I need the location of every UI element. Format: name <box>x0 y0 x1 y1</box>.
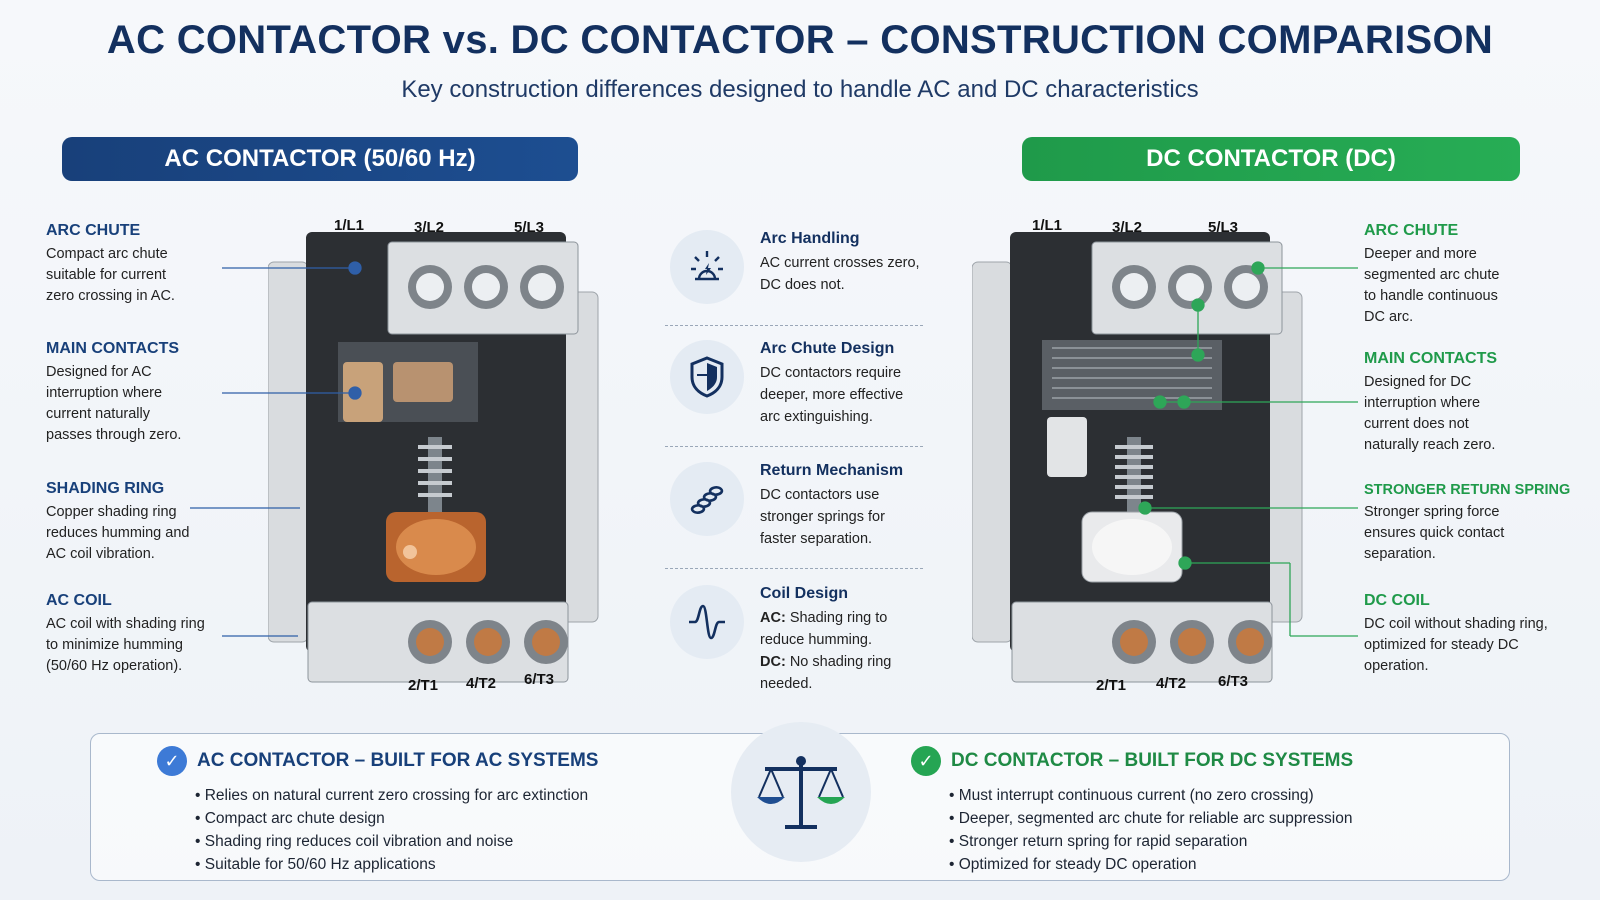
ac-terminal-top-2: 3/L2 <box>414 219 444 236</box>
annotation-desc: DC coil without shading ring, optimized … <box>1364 616 1548 674</box>
checkmark-icon: ✓ <box>157 746 187 776</box>
list-item: Stronger return spring for rapid separat… <box>949 830 1353 853</box>
page-subtitle: Key construction differences designed to… <box>401 76 1199 103</box>
coil-dc-label: DC: <box>760 654 786 670</box>
divider <box>665 325 923 326</box>
dc-terminal-bottom-1: 2/T1 <box>1096 677 1126 694</box>
annotation-title: ARC CHUTE <box>1364 222 1459 239</box>
annotation-desc: Stronger spring force ensures quick cont… <box>1364 504 1505 562</box>
center-item-arc-chute-design: Arc Chute Design DC contactors require d… <box>670 340 950 428</box>
annotation-title: SHADING RING <box>46 480 165 497</box>
center-item-title: Return Mechanism <box>760 462 904 479</box>
center-item-return-mechanism: Return Mechanism DC contactors use stron… <box>670 462 950 550</box>
annotation-title: DC COIL <box>1364 592 1430 609</box>
arc-icon <box>670 230 744 304</box>
dc-coil-annotation: DC COIL DC coil without shading ring, op… <box>1364 592 1584 677</box>
center-item-arc-handling: Arc Handling AC current crosses zero, DC… <box>670 230 950 304</box>
annotation-desc: Designed for AC interruption where curre… <box>46 364 182 443</box>
list-item: Shading ring reduces coil vibration and … <box>195 830 598 853</box>
ac-header: AC CONTACTOR (50/60 Hz) <box>62 137 578 181</box>
annotation-title: MAIN CONTACTS <box>1364 350 1498 367</box>
dc-summary-title: DC CONTACTOR – BUILT FOR DC SYSTEMS <box>951 750 1354 771</box>
list-item: Optimized for steady DC operation <box>949 853 1353 876</box>
list-item: Suitable for 50/60 Hz applications <box>195 853 598 876</box>
shield-icon <box>670 340 744 414</box>
annotation-desc: Deeper and more segmented arc chute to h… <box>1364 246 1500 325</box>
ac-terminal-top-1: 1/L1 <box>334 217 364 234</box>
annotation-desc: Compact arc chute suitable for current z… <box>46 246 175 304</box>
ac-terminal-bottom-1: 2/T1 <box>408 677 438 694</box>
annotation-title: AC COIL <box>46 592 112 609</box>
dc-terminal-bottom-2: 4/T2 <box>1156 675 1186 692</box>
center-item-title: Arc Handling <box>760 230 860 247</box>
sine-wave-icon <box>670 585 744 659</box>
list-item: Relies on natural current zero crossing … <box>195 784 598 807</box>
annotation-title: ARC CHUTE <box>46 222 141 239</box>
coil-dc-desc: No shading ring needed. <box>760 654 892 692</box>
center-item-coil-design: Coil Design AC: Shading ring to reduce h… <box>670 585 950 695</box>
center-item-title: Coil Design <box>760 585 849 602</box>
ac-arc-chute-annotation: ARC CHUTE Compact arc chute suitable for… <box>46 222 246 307</box>
dc-header: DC CONTACTOR (DC) <box>1022 137 1520 181</box>
dc-terminal-top-3: 5/L3 <box>1208 219 1238 236</box>
ac-summary-title: AC CONTACTOR – BUILT FOR AC SYSTEMS <box>197 750 599 771</box>
divider <box>665 446 923 447</box>
center-item-desc: AC current crosses zero, DC does not. <box>760 255 920 293</box>
balance-scale-icon <box>731 722 871 862</box>
dc-return-spring-annotation: STRONGER RETURN SPRING Stronger spring f… <box>1364 482 1584 565</box>
checkmark-icon: ✓ <box>911 746 941 776</box>
summary-panel: ✓ AC CONTACTOR – BUILT FOR AC SYSTEMS Re… <box>90 722 1510 881</box>
list-item: Deeper, segmented arc chute for reliable… <box>949 807 1353 830</box>
dc-contactor-illustration: 1/L1 3/L2 5/L3 2/T1 4/T2 6/T3 <box>972 217 1303 694</box>
ac-leader-lines <box>190 261 362 637</box>
dc-summary: ✓ DC CONTACTOR – BUILT FOR DC SYSTEMS Mu… <box>911 746 1353 876</box>
ac-terminal-bottom-3: 6/T3 <box>524 671 554 688</box>
divider <box>665 568 923 569</box>
list-item: Compact arc chute design <box>195 807 598 830</box>
dc-leader-lines <box>1138 261 1358 637</box>
ac-main-contacts-annotation: MAIN CONTACTS Designed for AC interrupti… <box>46 340 246 446</box>
annotation-desc: AC coil with shading ring to minimize hu… <box>46 616 205 674</box>
center-item-desc: DC contactors require deeper, more effec… <box>760 365 904 425</box>
center-item-desc: AC: Shading ring to reduce humming. DC: … <box>760 607 910 695</box>
annotation-title: STRONGER RETURN SPRING <box>1364 482 1571 498</box>
spring-icon <box>670 462 744 536</box>
ac-contactor-illustration: 1/L1 3/L2 5/L3 2/T1 4/T2 6/T3 <box>268 217 599 694</box>
annotation-title: MAIN CONTACTS <box>46 340 180 357</box>
list-item: Must interrupt continuous current (no ze… <box>949 784 1353 807</box>
annotation-desc: Copper shading ring reduces humming and … <box>46 504 190 562</box>
coil-ac-label: AC: <box>760 610 786 626</box>
dc-arc-chute-annotation: ARC CHUTE Deeper and more segmented arc … <box>1364 222 1564 328</box>
ac-summary: ✓ AC CONTACTOR – BUILT FOR AC SYSTEMS Re… <box>157 746 598 876</box>
dc-main-contacts-annotation: MAIN CONTACTS Designed for DC interrupti… <box>1364 350 1564 456</box>
center-item-desc: DC contactors use stronger springs for f… <box>760 487 885 547</box>
center-item-title: Arc Chute Design <box>760 340 895 357</box>
coil-ac-desc: Shading ring to reduce humming. <box>760 610 888 648</box>
dc-terminal-top-1: 1/L1 <box>1032 217 1062 234</box>
dc-terminal-top-2: 3/L2 <box>1112 219 1142 236</box>
annotation-desc: Designed for DC interruption where curre… <box>1364 374 1496 453</box>
ac-coil-annotation: AC COIL AC coil with shading ring to min… <box>46 592 246 677</box>
ac-terminal-bottom-2: 4/T2 <box>466 675 496 692</box>
dc-terminal-bottom-3: 6/T3 <box>1218 673 1248 690</box>
ac-shading-ring-annotation: SHADING RING Copper shading ring reduces… <box>46 480 246 565</box>
ac-terminal-top-3: 5/L3 <box>514 219 544 236</box>
page-title: AC CONTACTOR vs. DC CONTACTOR – CONSTRUC… <box>106 18 1494 62</box>
